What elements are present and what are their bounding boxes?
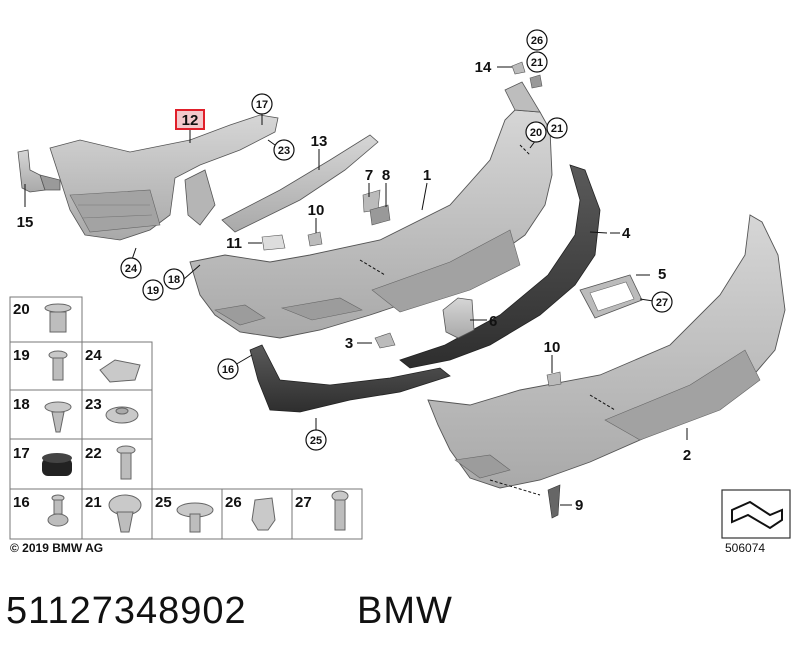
- svg-text:23: 23: [278, 145, 290, 157]
- svg-text:22: 22: [85, 445, 102, 462]
- callout-26: 26: [526, 29, 548, 51]
- svg-text:20: 20: [530, 127, 542, 139]
- callout-2: 2: [683, 447, 691, 464]
- callout-12-highlighted: 12: [175, 109, 205, 130]
- svg-text:21: 21: [85, 494, 102, 511]
- svg-text:3: 3: [345, 335, 353, 352]
- svg-text:13: 13: [311, 133, 328, 150]
- callout-21-top: 21: [526, 51, 548, 73]
- svg-text:24: 24: [125, 263, 138, 275]
- svg-text:27: 27: [295, 494, 312, 511]
- callout-13: 13: [311, 133, 328, 150]
- copyright: © 2019 BMW AG: [10, 541, 104, 555]
- svg-text:8: 8: [382, 167, 390, 184]
- svg-text:17: 17: [13, 445, 30, 462]
- svg-text:17: 17: [256, 99, 268, 111]
- callout-27: 27: [651, 291, 673, 313]
- callout-23: 23: [273, 139, 295, 161]
- callout-17: 17: [251, 93, 273, 115]
- cap-6: [442, 297, 475, 339]
- fastener-18: 18: [13, 396, 72, 433]
- callout-4: 4: [610, 225, 631, 242]
- bracket-15: [17, 149, 61, 193]
- callout-5: 5: [658, 266, 666, 283]
- callout-20: 20: [525, 121, 547, 143]
- svg-text:14: 14: [475, 59, 492, 76]
- svg-text:19: 19: [13, 347, 30, 364]
- fastener-22: 22: [85, 445, 136, 480]
- callout-3: 3: [345, 335, 353, 352]
- svg-text:5: 5: [658, 266, 666, 283]
- callout-7: 7: [365, 167, 373, 184]
- svg-text:10: 10: [544, 339, 561, 356]
- rear-bumper-2: [427, 214, 786, 496]
- svg-text:16: 16: [222, 364, 234, 376]
- svg-text:16: 16: [13, 494, 30, 511]
- callout-18: 18: [163, 268, 185, 290]
- fastener-27: 27: [295, 490, 349, 531]
- fastener-23: 23: [85, 396, 139, 424]
- callout-25: 25: [305, 429, 327, 451]
- svg-text:2: 2: [683, 447, 691, 464]
- callout-16: 16: [217, 358, 239, 380]
- brand-name: BMW: [357, 590, 453, 632]
- svg-text:27: 27: [656, 297, 668, 309]
- svg-text:21: 21: [551, 123, 563, 135]
- drawing-number: 506074: [725, 541, 766, 555]
- svg-text:9: 9: [575, 497, 583, 514]
- small-parts: [261, 61, 562, 519]
- callout-11: 11: [226, 235, 242, 252]
- fastener-25: 25: [155, 494, 214, 533]
- callout-19: 19: [142, 279, 164, 301]
- callout-10-rear: 10: [544, 339, 561, 356]
- svg-text:11: 11: [226, 235, 242, 252]
- fastener-26: 26: [225, 494, 276, 531]
- svg-text:20: 20: [13, 301, 30, 318]
- svg-text:1: 1: [423, 167, 431, 184]
- svg-text:23: 23: [85, 396, 102, 413]
- svg-text:26: 26: [225, 494, 242, 511]
- fastener-20: 20: [13, 301, 72, 333]
- bracket-13: [221, 134, 379, 233]
- plate-frame-5: [579, 274, 643, 319]
- fastener-16: 16: [13, 494, 69, 527]
- callout-6: 6: [489, 313, 497, 330]
- svg-text:10: 10: [308, 202, 325, 219]
- svg-text:6: 6: [489, 313, 497, 330]
- svg-text:24: 24: [85, 347, 102, 364]
- svg-text:18: 18: [13, 396, 30, 413]
- svg-text:4: 4: [622, 225, 631, 242]
- callout-8: 8: [382, 167, 390, 184]
- svg-text:25: 25: [155, 494, 172, 511]
- callout-15: 15: [17, 214, 34, 231]
- lower-trim-25: [249, 344, 451, 413]
- svg-text:26: 26: [531, 35, 543, 47]
- fastener-17: 17: [13, 445, 72, 476]
- direction-symbol: [721, 489, 791, 539]
- callout-21-side: 21: [546, 117, 568, 139]
- fastener-grid: [9, 296, 363, 540]
- svg-text:12: 12: [182, 112, 199, 129]
- svg-text:25: 25: [310, 435, 322, 447]
- front-bumper-1: [189, 81, 553, 339]
- callout-24: 24: [120, 257, 142, 279]
- fastener-19: 19: [13, 347, 68, 381]
- callout-1: 1: [423, 167, 431, 184]
- svg-text:7: 7: [365, 167, 373, 184]
- callout-9: 9: [575, 497, 583, 514]
- part-number: 51127348902: [6, 590, 247, 632]
- svg-text:18: 18: [168, 274, 180, 286]
- svg-text:15: 15: [17, 214, 34, 231]
- carrier-12: [49, 114, 279, 241]
- fastener-24: 24: [85, 347, 141, 383]
- svg-text:19: 19: [147, 285, 159, 297]
- callout-14: 14: [475, 59, 492, 76]
- fastener-21: 21: [85, 494, 142, 533]
- svg-text:21: 21: [531, 57, 543, 69]
- callout-10-front: 10: [308, 202, 325, 219]
